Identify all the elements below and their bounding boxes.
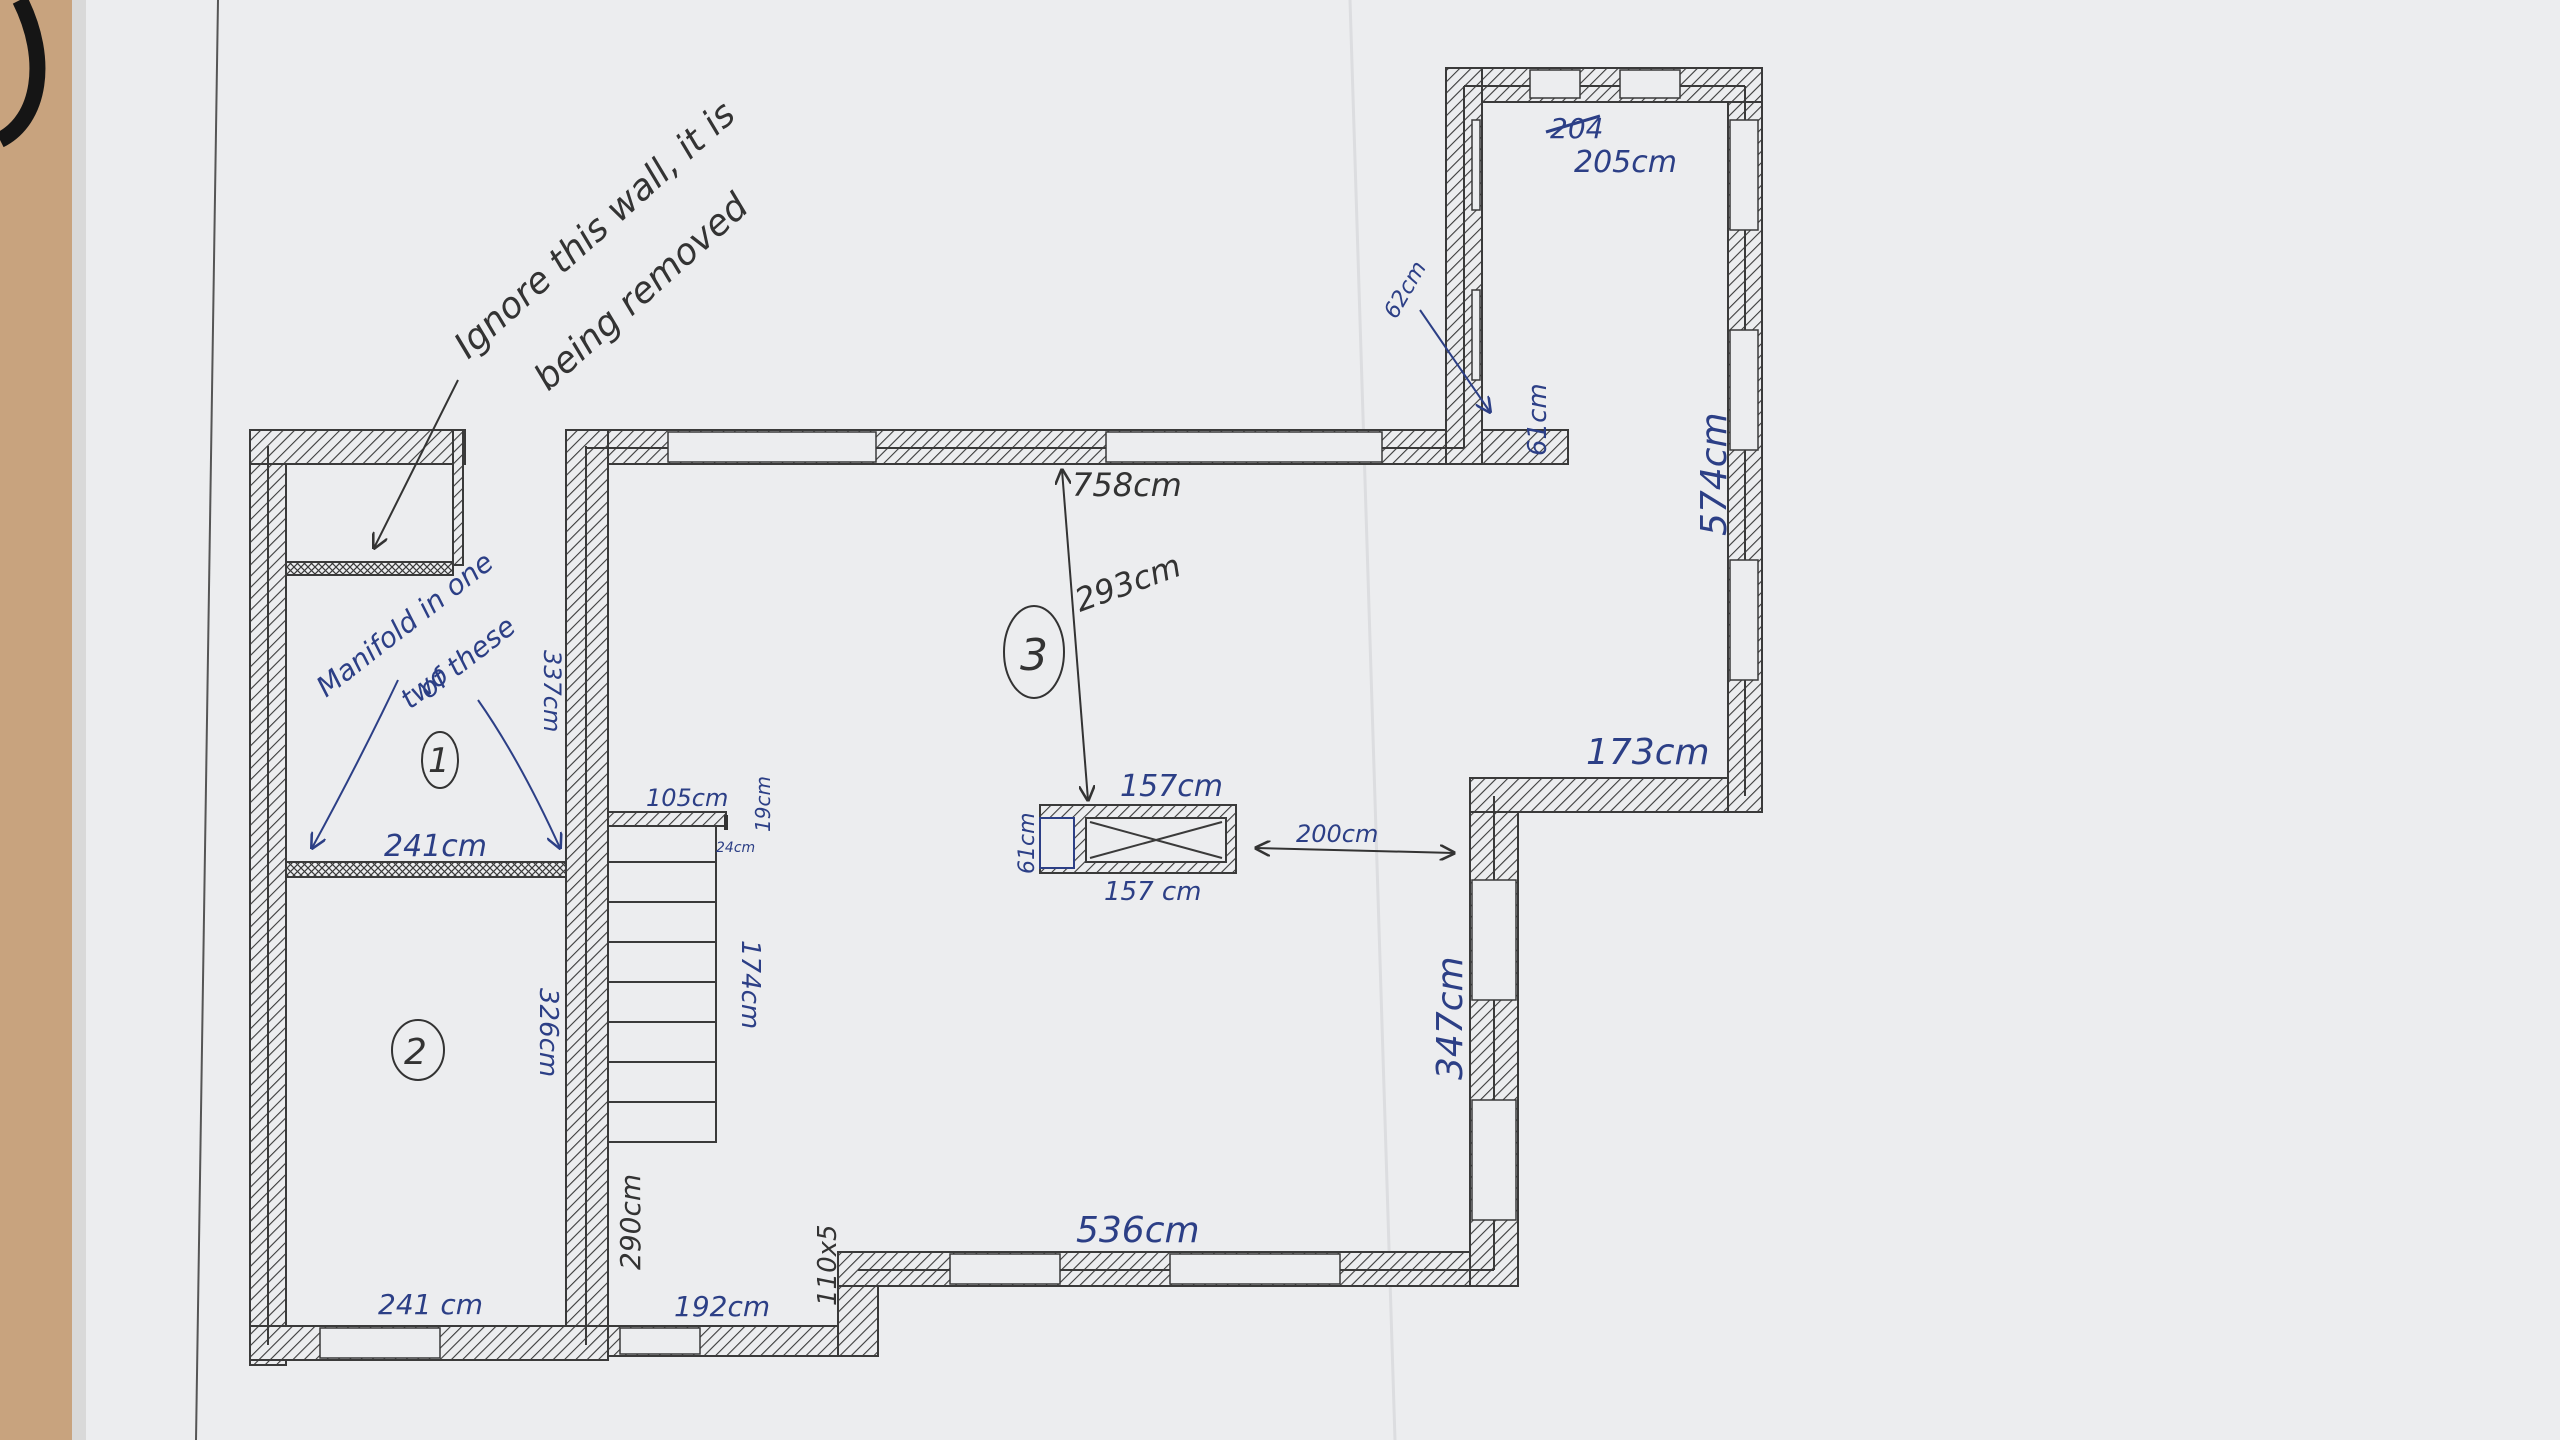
room-1-label: 1 xyxy=(428,741,450,781)
drawing-border xyxy=(195,0,219,1440)
paper-sheet xyxy=(72,0,2560,1440)
dim-192: 192cm xyxy=(674,1290,770,1323)
dim-205: 205cm xyxy=(1574,145,1677,180)
paper-shadow xyxy=(72,0,86,1440)
chimney-block xyxy=(1039,804,1237,874)
windows xyxy=(319,69,1759,1359)
dim-574: 574cm xyxy=(1694,412,1735,536)
dim-174: 174cm xyxy=(735,940,765,1029)
dim-241-mid: 241cm xyxy=(384,829,487,864)
dim-326: 326cm xyxy=(533,988,563,1077)
dimension-arrows xyxy=(312,309,1490,853)
room-2-label: 2 xyxy=(404,1032,427,1073)
dim-105: 105cm xyxy=(646,784,728,812)
room-3-label: 3 xyxy=(1020,630,1048,681)
dim-110: 110x5 xyxy=(813,1224,843,1306)
paper-fold xyxy=(1348,0,1397,1440)
dim-61-left: 61cm xyxy=(1015,812,1040,874)
dim-24: 24cm xyxy=(716,840,755,856)
dim-241-bottom: 241 cm xyxy=(378,1288,483,1321)
room-markers: 1 2 3 xyxy=(391,605,1065,1081)
dim-290: 290cm xyxy=(614,1174,647,1270)
dim-61-right: 61cm xyxy=(1523,383,1553,456)
dim-758: 758cm xyxy=(1072,466,1182,504)
dim-173: 173cm xyxy=(1586,732,1710,773)
strike-204 xyxy=(1545,114,1601,134)
cable xyxy=(0,0,46,148)
dim-157-bottom: 157 cm xyxy=(1104,877,1202,907)
dimension-labels: 758cm 293cm 157cm 157 cm 61cm 200cm 105c… xyxy=(378,112,1735,1323)
dim-157-top: 157cm xyxy=(1120,769,1223,804)
dim-536: 536cm xyxy=(1076,1210,1200,1251)
dim-19: 19cm xyxy=(751,776,775,832)
dim-347: 347cm xyxy=(1430,956,1471,1080)
staircase xyxy=(607,811,727,1143)
dim-200: 200cm xyxy=(1296,820,1378,848)
dim-337: 337cm xyxy=(538,650,566,732)
